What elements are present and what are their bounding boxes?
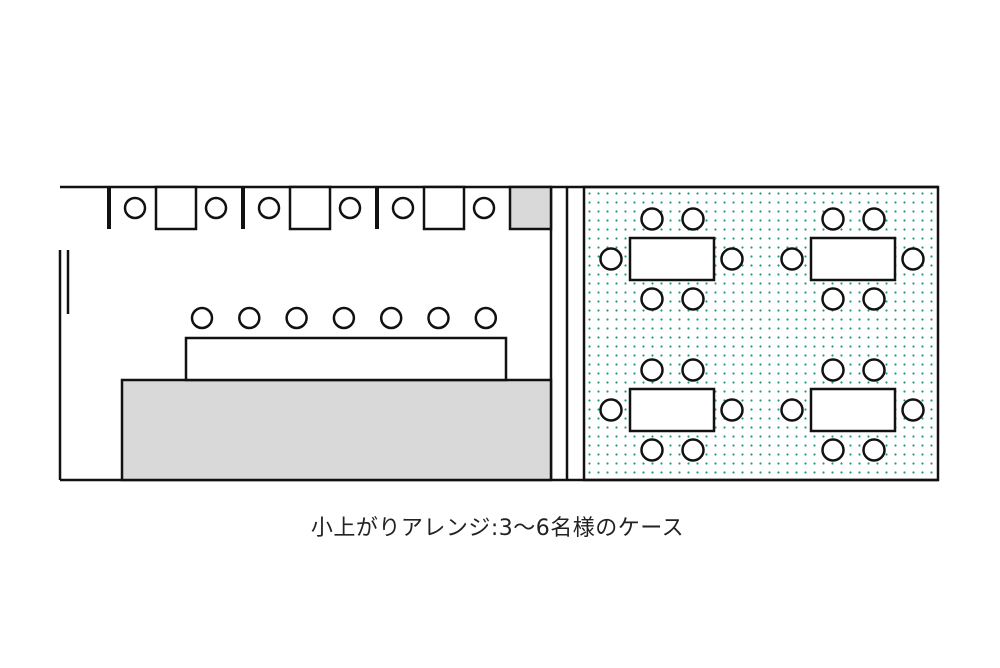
raised-tatami-area (582, 185, 940, 482)
group-seat (862, 358, 886, 382)
group-table (628, 236, 716, 282)
booth-table (288, 185, 332, 231)
storage-box (508, 185, 553, 231)
group-seat (821, 358, 845, 382)
group-seat (780, 398, 804, 422)
group-seat (901, 247, 925, 271)
group-seat (681, 287, 705, 311)
booth-seat (472, 196, 496, 220)
counter-seat (238, 306, 261, 330)
booth-seat (257, 196, 281, 220)
group-seat (720, 398, 744, 422)
group-seat (640, 287, 664, 311)
group-seat (821, 438, 845, 462)
booth-seat (391, 196, 415, 220)
group-table (809, 387, 897, 433)
group-seat (780, 247, 804, 271)
group-seat (681, 438, 705, 462)
kitchen-area (120, 378, 553, 482)
counter (184, 336, 508, 382)
group-seat (640, 207, 664, 231)
booth-seat (204, 196, 228, 220)
group-seat (862, 207, 886, 231)
group-seat (821, 287, 845, 311)
group-seat (681, 358, 705, 382)
group-seat (640, 438, 664, 462)
group-seat (821, 207, 845, 231)
booth-seat (338, 196, 362, 220)
booth-seat (123, 196, 147, 220)
group-seat (901, 398, 925, 422)
counter-seat (190, 306, 214, 330)
group-seat (599, 247, 623, 271)
group-seat (862, 438, 886, 462)
group-seat (681, 207, 705, 231)
group-seat (640, 358, 664, 382)
group-seat (862, 287, 886, 311)
counter-seat (332, 306, 356, 330)
group-table (809, 236, 897, 282)
counter-seat (379, 306, 403, 330)
group-seat (599, 398, 623, 422)
counter-seat (285, 306, 308, 330)
caption: 小上がりアレンジ:3〜6名様のケース (310, 516, 685, 541)
group-table (628, 387, 716, 433)
booth-table (422, 185, 466, 231)
counter-seat (474, 306, 498, 330)
group-seat (720, 247, 744, 271)
booth-table (154, 185, 198, 231)
counter-seat (427, 306, 450, 330)
